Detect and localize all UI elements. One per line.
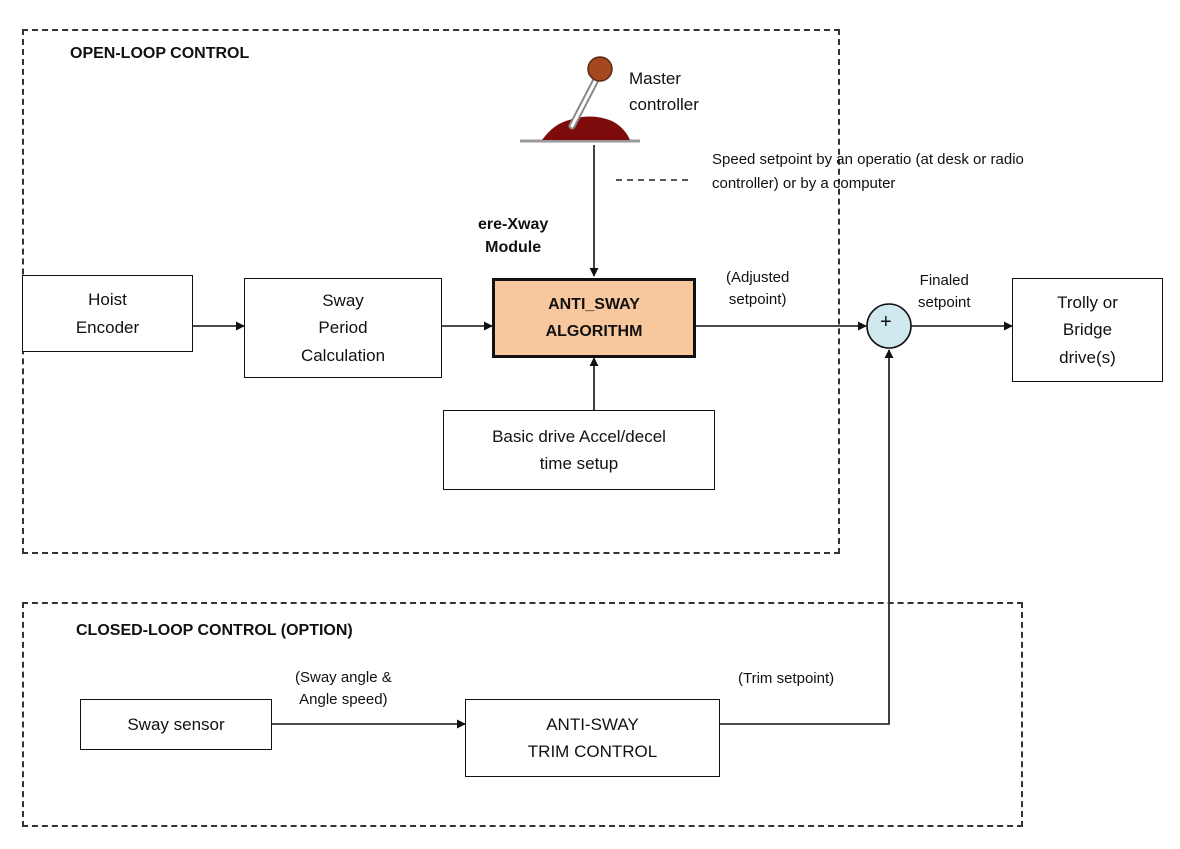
anti-sway-algorithm-block: ANTI_SWAY ALGORITHM: [492, 278, 696, 358]
trolly-drive-block: Trolly or Bridge drive(s): [1012, 278, 1163, 382]
sway-angle-label: (Sway angle & Angle speed): [295, 669, 392, 708]
open-loop-title: OPEN-LOOP CONTROL: [70, 45, 250, 62]
finaled-setpoint-label: Finaled setpoint: [918, 272, 971, 311]
hoist-encoder-block: Hoist Encoder: [22, 275, 193, 352]
sway-period-block: Sway Period Calculation: [244, 278, 442, 378]
summing-junction: [866, 303, 912, 349]
arrow-trim-to-sum: [720, 349, 894, 725]
summing-plus-symbol: +: [880, 311, 892, 333]
master-controller-icon: [520, 56, 640, 143]
trim-control-block: ANTI-SWAY TRIM CONTROL: [465, 699, 720, 777]
closed-loop-title: CLOSED-LOOP CONTROL (OPTION): [76, 622, 353, 639]
module-label: ere-Xway Module: [478, 216, 549, 257]
trim-setpoint-label: (Trim setpoint): [738, 670, 835, 687]
closed-loop-region: [22, 602, 1023, 827]
sway-sensor-block: Sway sensor: [80, 699, 272, 750]
master-controller-label: Master controller: [629, 69, 699, 114]
basic-drive-block: Basic drive Accel/decel time setup: [443, 410, 715, 490]
adjusted-setpoint-label: (Adjusted setpoint): [726, 269, 790, 308]
speed-setpoint-note: Speed setpoint by an operatio (at desk o…: [712, 151, 1024, 192]
